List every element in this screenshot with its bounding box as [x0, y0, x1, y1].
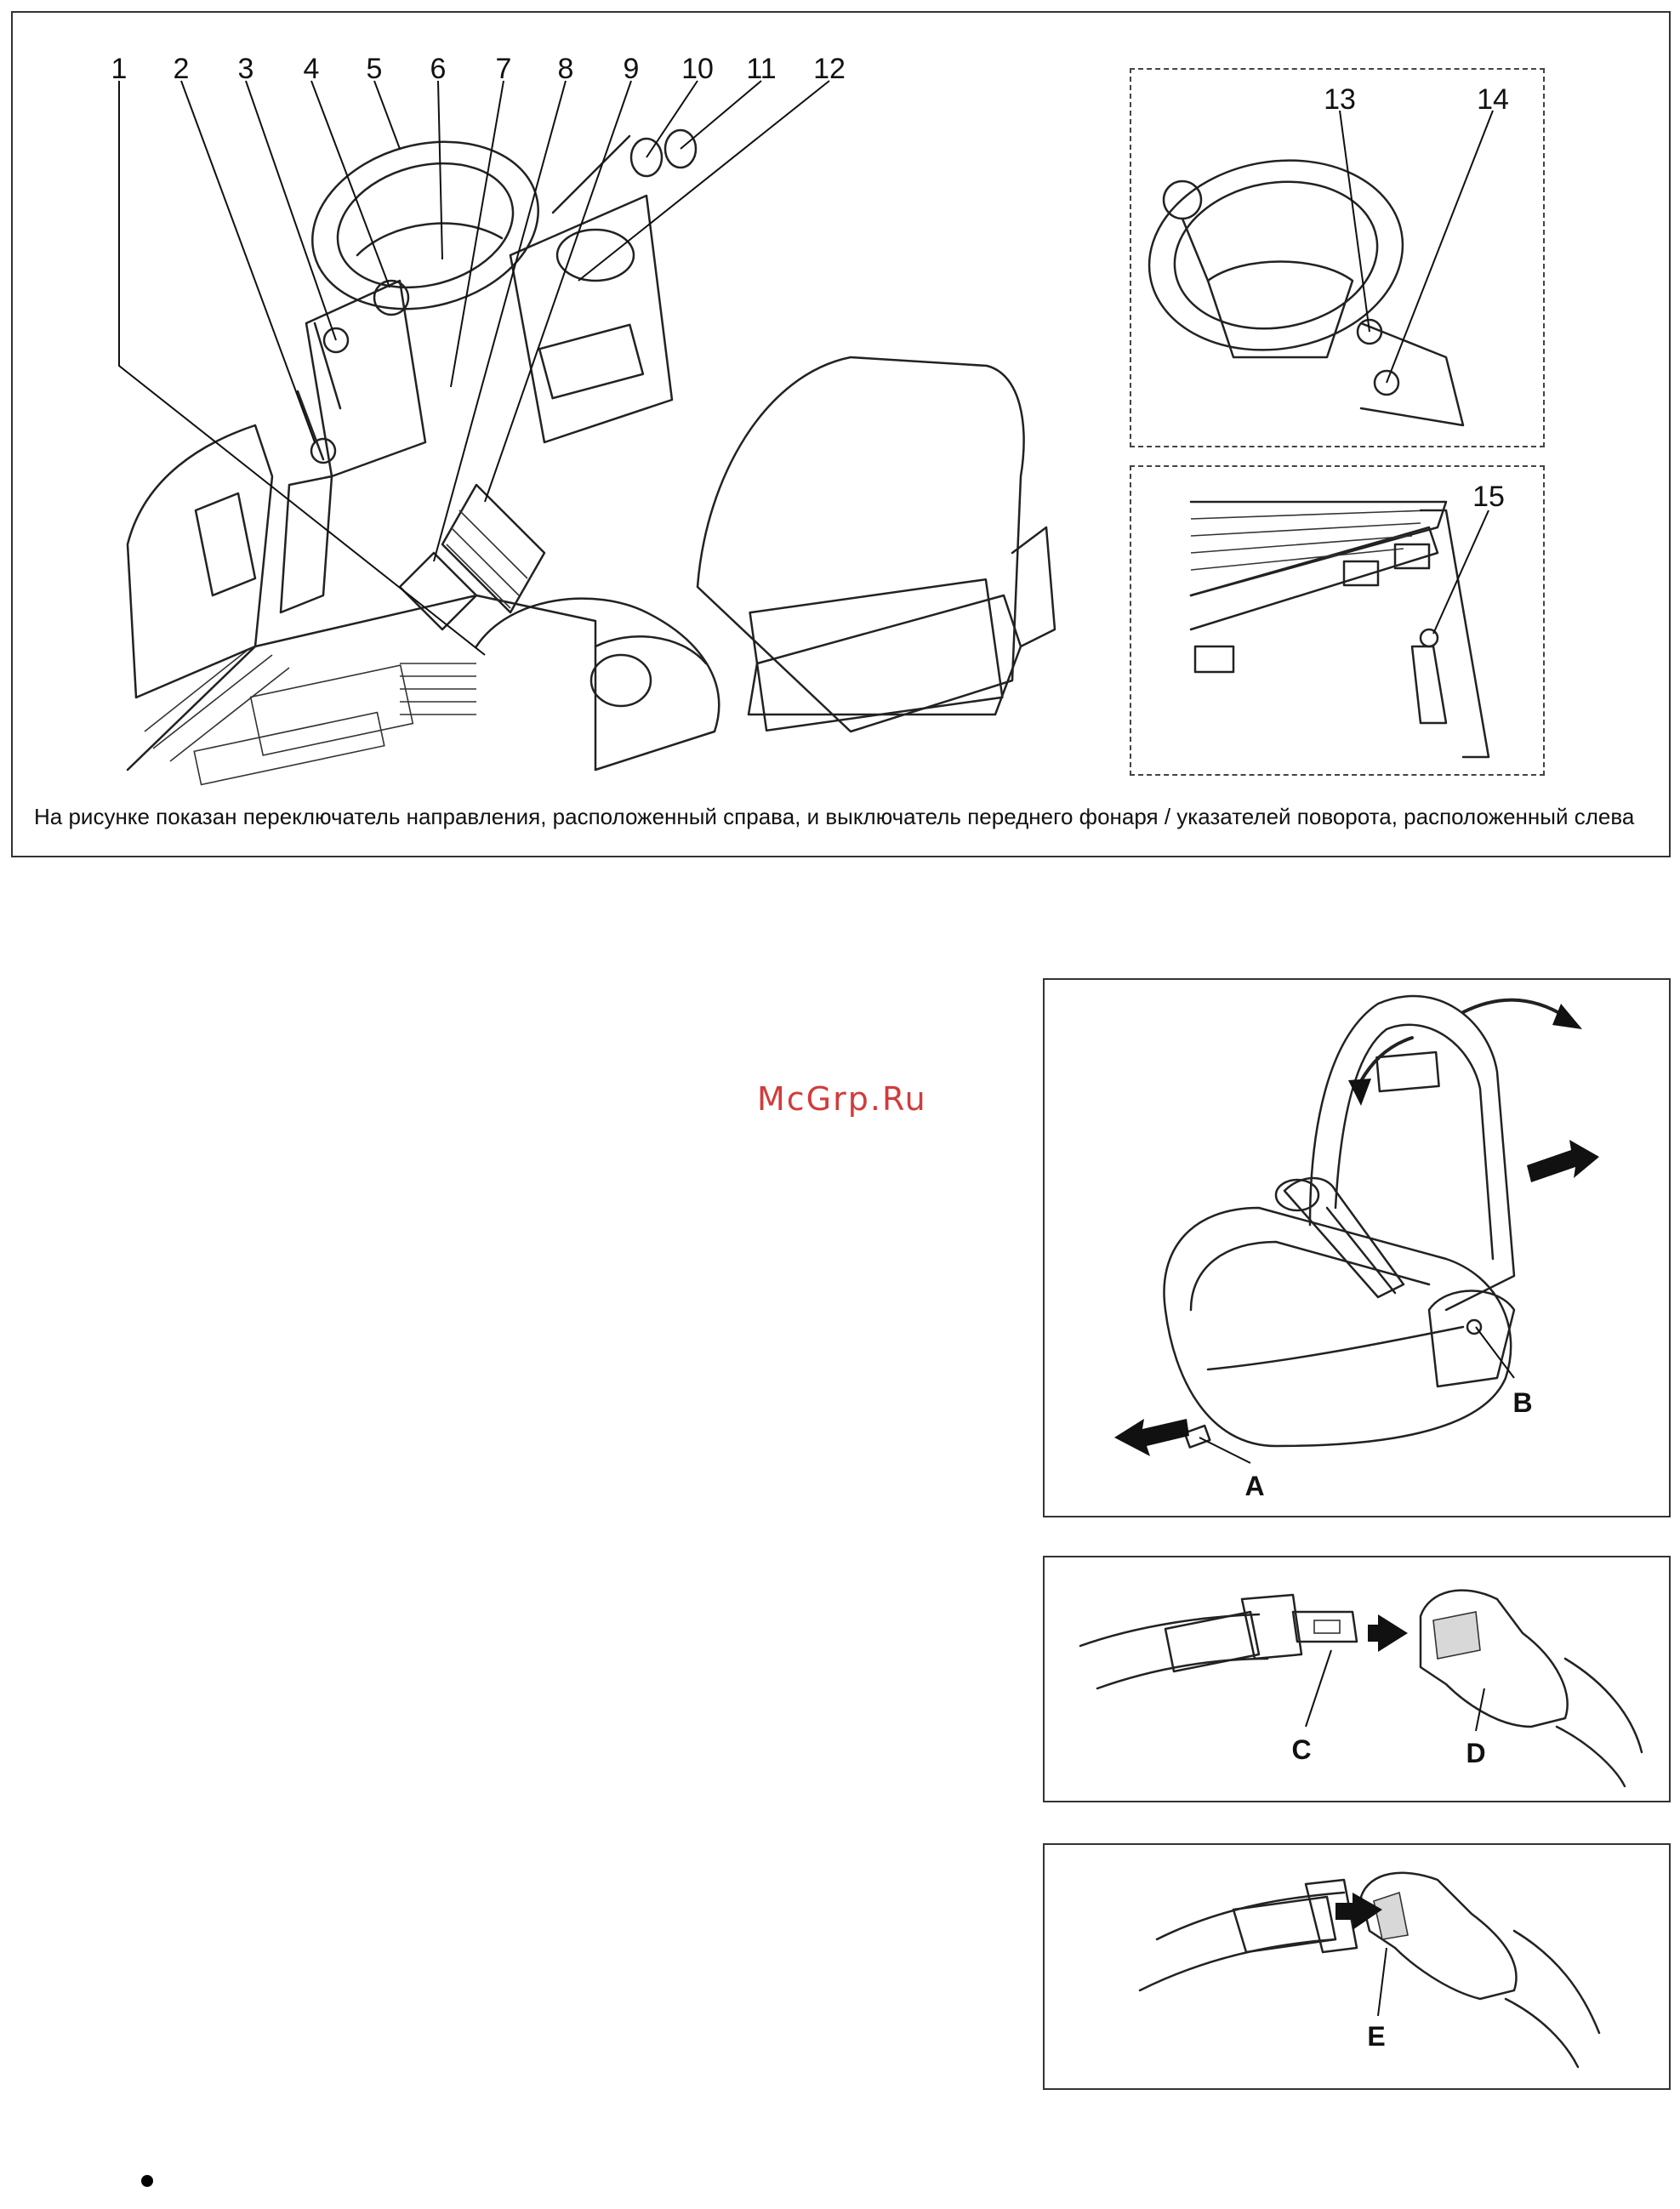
list-bullet — [141, 2175, 153, 2187]
label-E: E — [1367, 2021, 1385, 2052]
